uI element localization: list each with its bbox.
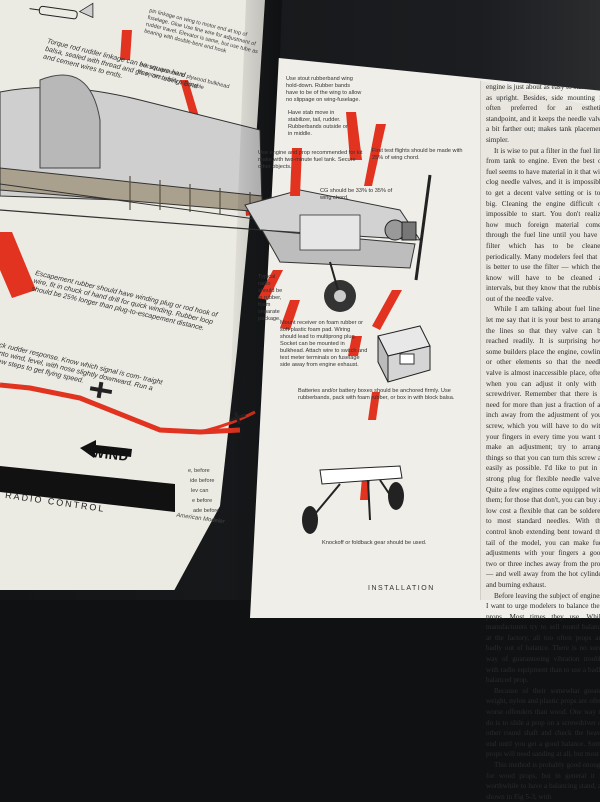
cg-caption: CG should be 33% to 35% of wing chord. — [320, 188, 393, 201]
paragraph: engine is just about as easy to start an… — [486, 83, 600, 144]
right-footer-title: INSTALLATION — [368, 585, 435, 592]
engine-caption: Use engine and prop recommended for kit … — [258, 150, 363, 170]
tiny-plane-icon — [89, 381, 113, 399]
test-flight-caption: First test flights should be made with 2… — [372, 148, 463, 161]
battery-box-illustration — [377, 325, 431, 383]
gear-caption: Knockoff or foldback gear should be used… — [322, 540, 427, 546]
paragraph: It is wise to put a filter in the fuel l… — [486, 146, 600, 303]
fuselage-cutaway — [0, 74, 263, 231]
text-column: engine is just about as easy to start an… — [486, 82, 600, 802]
side-note-4: e before — [192, 498, 213, 504]
paragraph: This method is probably good enough for … — [486, 761, 600, 801]
rubber-band-caption: Use stout rubberband wing hold-down. Rub… — [286, 76, 362, 103]
plane-cutaway-illustration — [244, 174, 432, 312]
side-note-3: lev can — [191, 488, 209, 494]
ground-strip — [0, 466, 175, 512]
landing-gear-illustration — [302, 465, 404, 534]
right-page-illustrations — [244, 112, 432, 534]
small-plane-sketch — [29, 2, 94, 20]
stab-caption: Have stab move in stabilizer, tail, rudd… — [288, 110, 348, 137]
text-column-page — [480, 80, 600, 600]
paragraph: Because of their somewhat greater weight… — [486, 686, 600, 759]
tiny-plane-icon-2 — [229, 412, 246, 425]
side-note-1: e, before — [188, 468, 210, 474]
mount-receiver-caption: Mount receiver on foam rubber or soft pl… — [280, 320, 368, 368]
wind-arrow-icon — [80, 440, 132, 458]
side-note-2: ide before — [190, 478, 215, 484]
flight-trajectory — [0, 382, 256, 435]
paragraph: While I am talking about fuel lines, let… — [486, 305, 600, 589]
paragraph: Before leaving the subject of engines, I… — [486, 591, 600, 685]
left-page-illustrations — [0, 2, 263, 512]
side-note-5: ade before — [193, 508, 220, 514]
red-callout-arrows — [258, 112, 402, 500]
batteries-caption: Batteries and/or battery boxes should be… — [298, 388, 455, 401]
typical-radio-caption: Typical radio should be in rubber, foam … — [258, 274, 283, 322]
